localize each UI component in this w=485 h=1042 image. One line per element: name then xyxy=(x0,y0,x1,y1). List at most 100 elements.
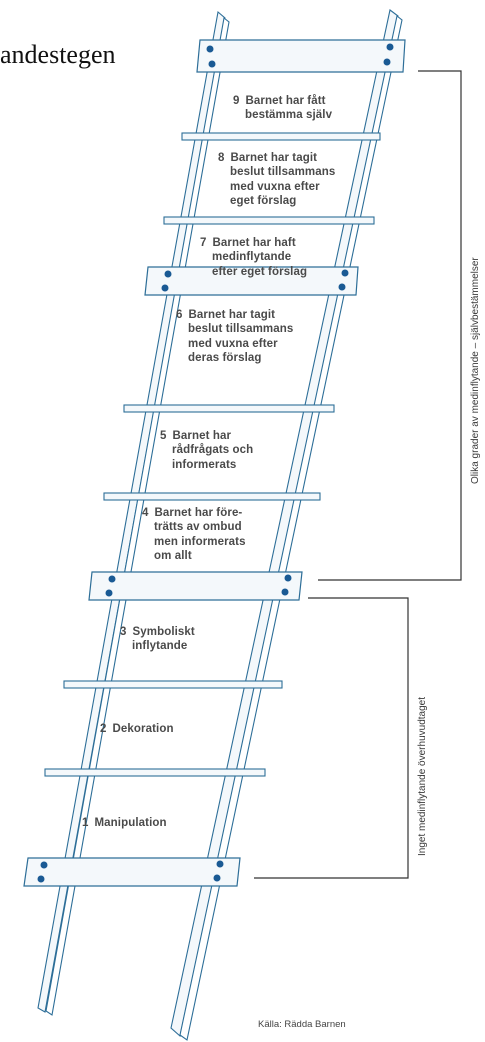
step-label-line: med vuxna efter xyxy=(218,180,335,194)
step-text: Symboliskt xyxy=(132,626,195,638)
step-number: 6 xyxy=(176,309,183,321)
step-label-line: deras förslag xyxy=(176,351,293,365)
plate-top xyxy=(196,39,406,73)
rung-8-7 xyxy=(163,216,375,225)
step-text: efter eget förslag xyxy=(212,265,308,278)
step-label-line: eget förslag xyxy=(218,194,335,208)
bolt-icon xyxy=(37,875,45,883)
step-text: trätts av ombud xyxy=(154,521,242,534)
step-label-line: 3 Symboliskt xyxy=(120,625,195,639)
bracket-label-upper: Olika grader av medinflytande – självbes… xyxy=(470,257,481,484)
step-text: rådfrågats och xyxy=(172,444,254,457)
step-label-line: 2 Dekoration xyxy=(100,722,174,736)
bolt-icon xyxy=(108,575,116,583)
step-label-line: informerats xyxy=(160,458,253,472)
step-1: 1 Manipulation xyxy=(82,816,167,830)
step-number: 2 xyxy=(100,723,107,735)
step-label-line: beslut tillsammans xyxy=(218,165,335,179)
bolt-icon xyxy=(40,861,48,869)
step-text: Barnet har tagit xyxy=(188,309,276,321)
step-text: bestämma själv xyxy=(245,109,333,122)
step-number: 8 xyxy=(218,152,225,164)
bolt-icon xyxy=(386,43,394,51)
bracket-label-lower: Inget medinflytande överhuvudtaget xyxy=(417,697,428,856)
plate-bolts xyxy=(37,43,394,883)
step-label-line: 8 Barnet har tagit xyxy=(218,151,335,165)
step-text: men informerats xyxy=(154,535,246,548)
bolt-icon xyxy=(206,45,214,53)
rung-2-1 xyxy=(44,768,266,777)
step-9: 9 Barnet har fått bestämma själv xyxy=(233,94,332,123)
step-label-line: beslut tillsammans xyxy=(176,322,293,336)
bolt-icon xyxy=(383,58,391,66)
bolt-icon xyxy=(284,574,292,582)
step-text: med vuxna efter xyxy=(188,337,278,350)
step-3: 3 Symboliskt inflytande xyxy=(120,625,195,654)
step-number: 7 xyxy=(200,237,207,249)
step-text: Dekoration xyxy=(112,723,174,735)
bolt-icon xyxy=(161,284,169,292)
step-text: Barnet har fått xyxy=(245,95,326,107)
step-number: 9 xyxy=(233,95,240,107)
brackets xyxy=(254,70,462,879)
step-label-line: 9 Barnet har fått xyxy=(233,94,332,108)
step-number: 3 xyxy=(120,626,127,638)
rung-9-8 xyxy=(181,132,381,141)
bolt-icon xyxy=(281,588,289,596)
plate-upper-middle xyxy=(144,266,359,296)
bracket-lower xyxy=(254,597,409,879)
step-label-line: 6 Barnet har tagit xyxy=(176,308,293,322)
step-text: inflytande xyxy=(132,640,188,653)
bolt-icon xyxy=(208,60,216,68)
ladder-plates xyxy=(23,39,406,887)
step-label-line: inflytande xyxy=(120,639,195,653)
step-text: Barnet har haft xyxy=(212,237,296,249)
step-label-line: medinflytande xyxy=(200,250,307,264)
plate-bottom xyxy=(23,857,241,887)
step-text: om allt xyxy=(154,550,192,563)
step-text: deras förslag xyxy=(188,352,262,365)
plate-lower-middle xyxy=(88,571,303,601)
step-text: eget förslag xyxy=(230,195,297,208)
step-text: informerats xyxy=(172,458,237,471)
bracket-upper xyxy=(318,70,462,581)
step-label-line: trätts av ombud xyxy=(142,520,246,534)
step-text: beslut tillsammans xyxy=(188,323,294,336)
rung-5-4 xyxy=(103,492,321,501)
bolt-icon xyxy=(341,269,349,277)
bolt-icon xyxy=(164,270,172,278)
step-number: 1 xyxy=(82,817,89,829)
bolt-icon xyxy=(213,874,221,882)
page-title: andestegen xyxy=(0,40,116,69)
step-label-line: 5 Barnet har xyxy=(160,429,253,443)
step-text: Barnet har xyxy=(172,430,232,442)
step-label-line: efter eget förslag xyxy=(200,265,307,279)
step-number: 5 xyxy=(160,430,167,442)
rung-3-2 xyxy=(63,680,283,689)
step-text: med vuxna efter xyxy=(230,180,320,193)
step-label-line: 7 Barnet har haft xyxy=(200,236,307,250)
source-credit: Källa: Rädda Barnen xyxy=(258,1019,346,1030)
step-label-line: om allt xyxy=(142,549,246,563)
step-text: Manipulation xyxy=(94,817,167,829)
step-text: Barnet har före- xyxy=(154,507,243,519)
step-number: 4 xyxy=(142,507,149,519)
ladder-rungs xyxy=(44,132,381,777)
step-2: 2 Dekoration xyxy=(100,722,174,736)
step-label-line: 4 Barnet har före- xyxy=(142,506,246,520)
step-label-line: 1 Manipulation xyxy=(82,816,167,830)
step-text: Barnet har tagit xyxy=(230,152,318,164)
bolt-icon xyxy=(105,589,113,597)
bolt-icon xyxy=(338,283,346,291)
step-label-line: bestämma själv xyxy=(233,108,332,122)
step-label-line: men informerats xyxy=(142,535,246,549)
step-label-line: med vuxna efter xyxy=(176,337,293,351)
rung-6-5 xyxy=(123,404,335,413)
